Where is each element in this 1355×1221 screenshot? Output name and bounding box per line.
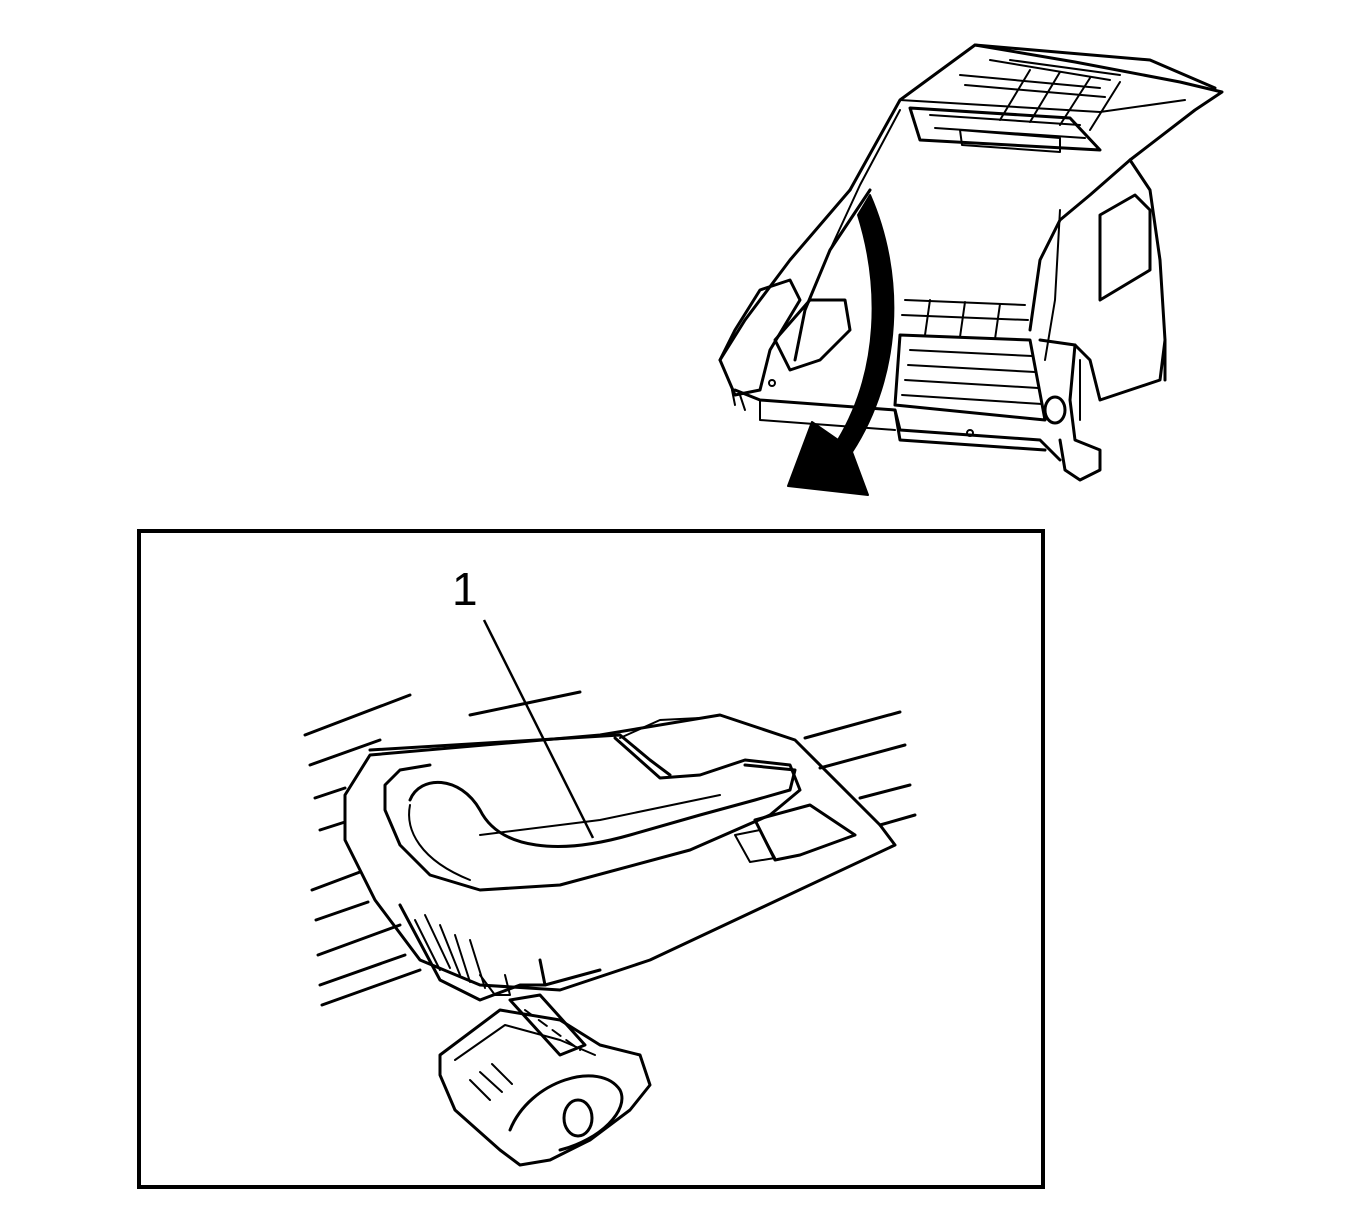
cargo-tie-down-detail	[303, 690, 917, 1167]
curved-arrow-icon	[787, 194, 895, 496]
callout-1-label: 1	[452, 563, 478, 615]
detail-frame	[137, 529, 1045, 1189]
callout-1: 1	[452, 563, 595, 839]
vehicle-rear-view	[718, 43, 1224, 482]
callout-1-leader	[482, 619, 595, 839]
